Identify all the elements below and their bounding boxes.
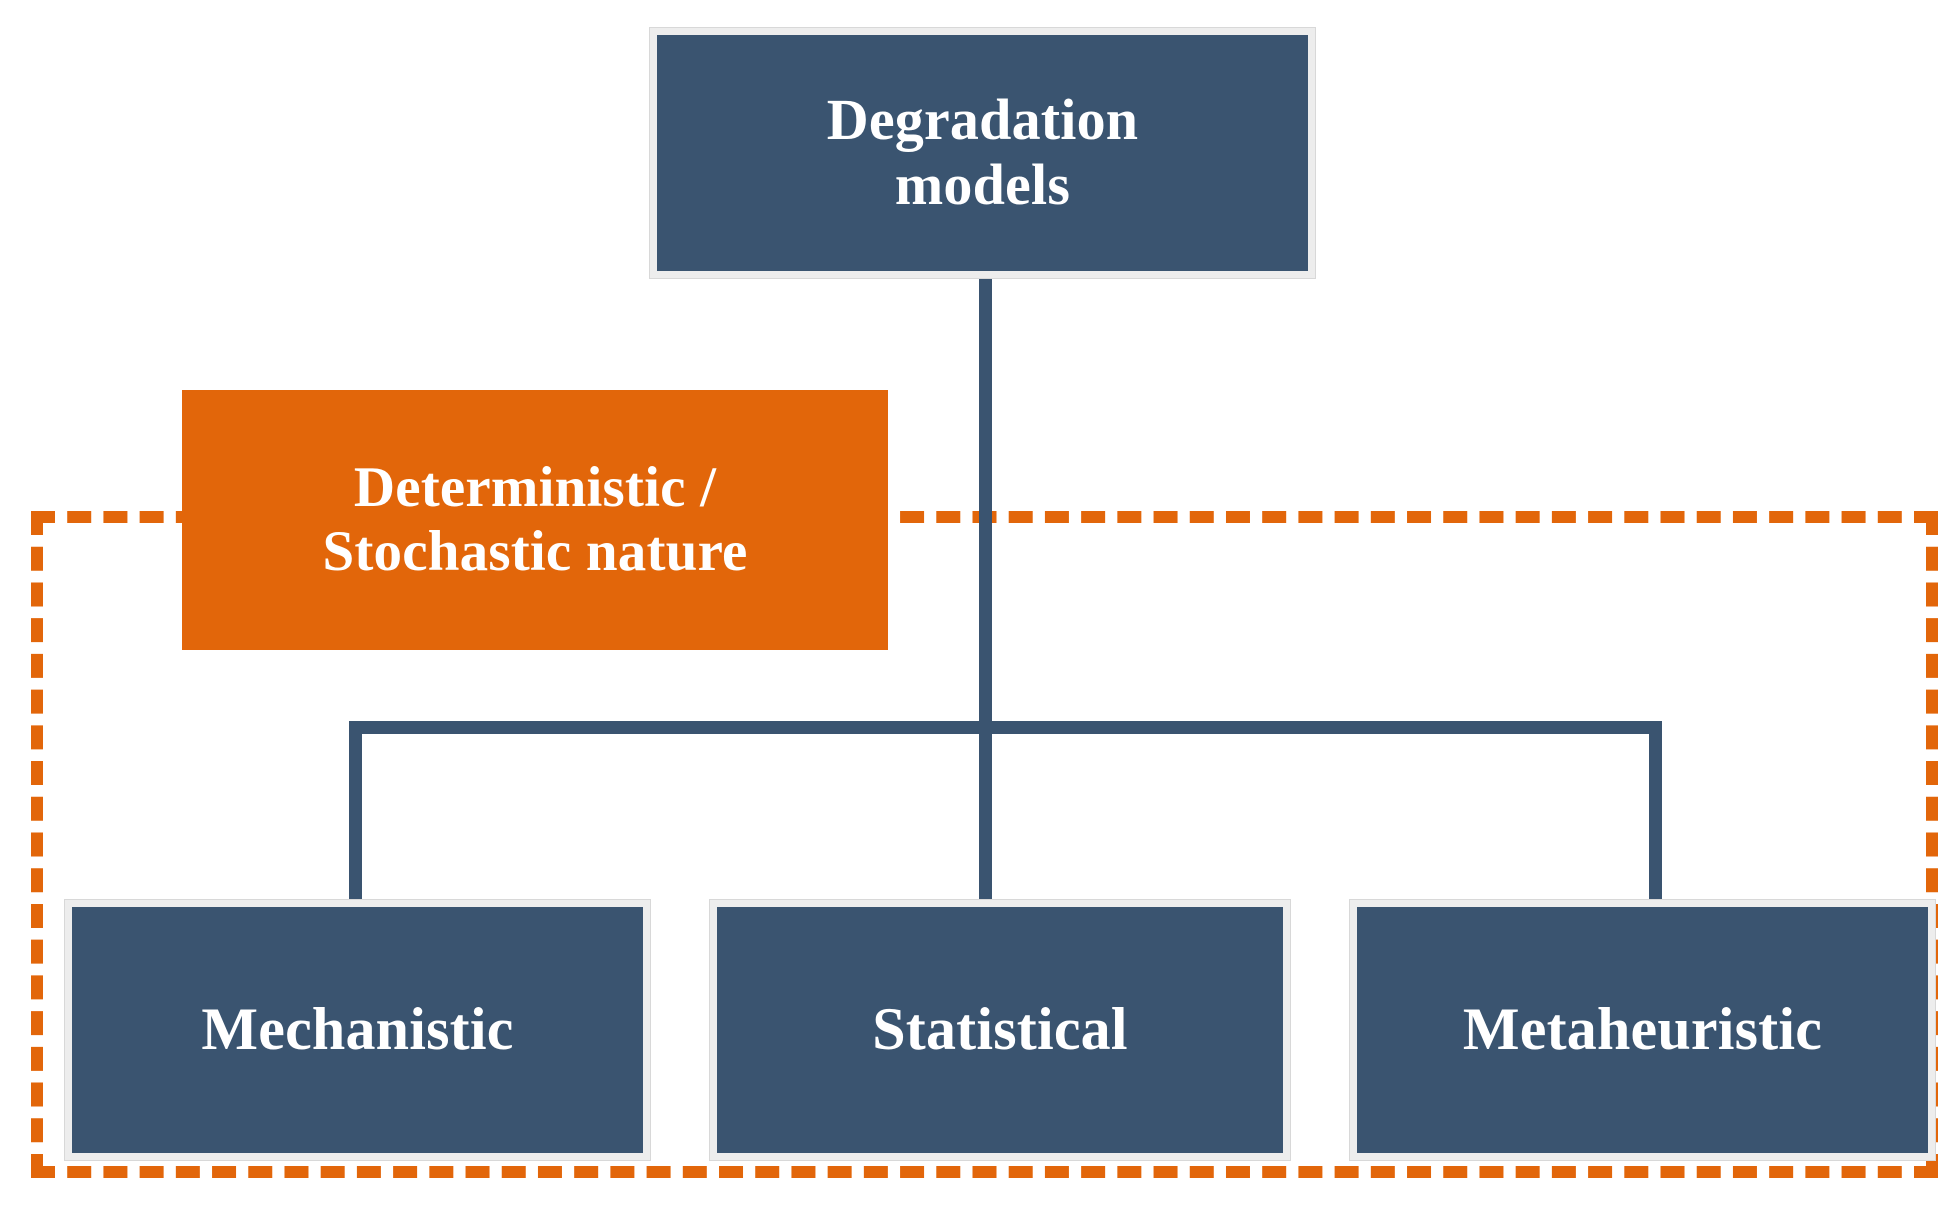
connector-drop-statistical (979, 721, 992, 907)
connector-horizontal-bar (349, 721, 1662, 734)
connector-root-trunk (979, 272, 992, 734)
node-mechanistic[interactable]: Mechanistic (65, 900, 650, 1160)
node-metaheuristic[interactable]: Metaheuristic (1350, 900, 1935, 1160)
node-criterion-deterministic-stochastic[interactable]: Deterministic / Stochastic nature (182, 390, 888, 650)
connector-drop-metaheuristic (1649, 721, 1662, 907)
node-mechanistic-label: Mechanistic (201, 996, 514, 1063)
node-metaheuristic-label: Metaheuristic (1462, 996, 1823, 1063)
node-statistical-label: Statistical (872, 996, 1128, 1063)
connector-drop-mechanistic (349, 721, 362, 907)
node-degradation-models[interactable]: Degradation models (650, 28, 1315, 278)
node-degradation-models-label: Degradation models (826, 87, 1139, 217)
node-statistical[interactable]: Statistical (710, 900, 1290, 1160)
node-criterion-label: Deterministic / Stochastic nature (322, 456, 748, 583)
